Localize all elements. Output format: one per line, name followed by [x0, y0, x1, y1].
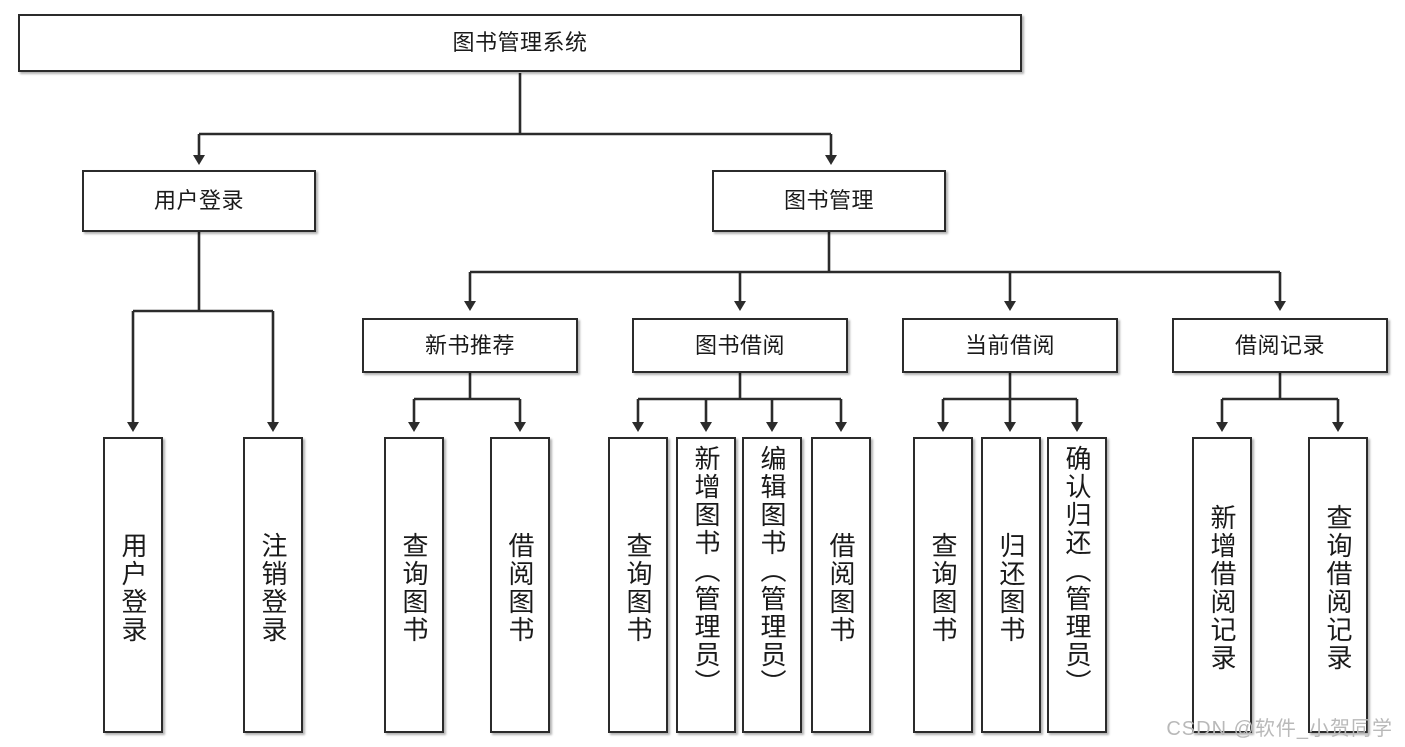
- leaf-user-login-label: 用户登录: [118, 532, 148, 644]
- leaf-add-record[interactable]: 新增借阅记录: [1192, 437, 1252, 733]
- leaf-logout[interactable]: 注销登录: [243, 437, 303, 733]
- leaf-add-record-label: 新增借阅记录: [1207, 504, 1237, 672]
- node-user-login[interactable]: 用户登录: [82, 170, 316, 232]
- node-borrow-record[interactable]: 借阅记录: [1172, 318, 1388, 373]
- leaf-query-book-3[interactable]: 查询图书: [913, 437, 973, 733]
- leaf-add-book[interactable]: 新增图书（管理员）: [676, 437, 736, 733]
- leaf-borrow-book-2-label: 借阅图书: [826, 532, 856, 644]
- leaf-edit-book[interactable]: 编辑图书（管理员）: [742, 437, 802, 733]
- node-book-borrow[interactable]: 图书借阅: [632, 318, 848, 373]
- leaf-query-record-label: 查询借阅记录: [1323, 504, 1353, 672]
- leaf-logout-label: 注销登录: [258, 532, 288, 644]
- leaf-return-book-label: 归还图书: [996, 532, 1026, 644]
- node-new-book-recommend-label: 新书推荐: [424, 332, 515, 358]
- leaf-confirm-return[interactable]: 确认归还（管理员）: [1047, 437, 1107, 733]
- leaf-query-book-1-label: 查询图书: [399, 532, 429, 644]
- node-borrow-record-label: 借阅记录: [1234, 332, 1325, 358]
- leaf-confirm-return-label: 确认归还（管理员）: [1062, 445, 1092, 697]
- node-root-label: 图书管理系统: [452, 30, 588, 56]
- leaf-borrow-book-1-label: 借阅图书: [505, 532, 535, 644]
- node-current-borrow[interactable]: 当前借阅: [902, 318, 1118, 373]
- leaf-user-login[interactable]: 用户登录: [103, 437, 163, 733]
- node-book-manage-label: 图书管理: [783, 188, 874, 214]
- node-new-book-recommend[interactable]: 新书推荐: [362, 318, 578, 373]
- leaf-query-record[interactable]: 查询借阅记录: [1308, 437, 1368, 733]
- leaf-borrow-book-2[interactable]: 借阅图书: [811, 437, 871, 733]
- leaf-return-book[interactable]: 归还图书: [981, 437, 1041, 733]
- leaf-query-book-1[interactable]: 查询图书: [384, 437, 444, 733]
- leaf-edit-book-label: 编辑图书（管理员）: [757, 445, 787, 697]
- leaf-query-book-2-label: 查询图书: [623, 532, 653, 644]
- leaf-query-book-3-label: 查询图书: [928, 532, 958, 644]
- leaf-borrow-book-1[interactable]: 借阅图书: [490, 437, 550, 733]
- leaf-query-book-2[interactable]: 查询图书: [608, 437, 668, 733]
- node-book-borrow-label: 图书借阅: [694, 332, 785, 358]
- node-book-manage[interactable]: 图书管理: [712, 170, 946, 232]
- node-current-borrow-label: 当前借阅: [964, 332, 1055, 358]
- node-user-login-label: 用户登录: [153, 188, 244, 214]
- leaf-add-book-label: 新增图书（管理员）: [691, 445, 721, 697]
- node-root[interactable]: 图书管理系统: [18, 14, 1022, 72]
